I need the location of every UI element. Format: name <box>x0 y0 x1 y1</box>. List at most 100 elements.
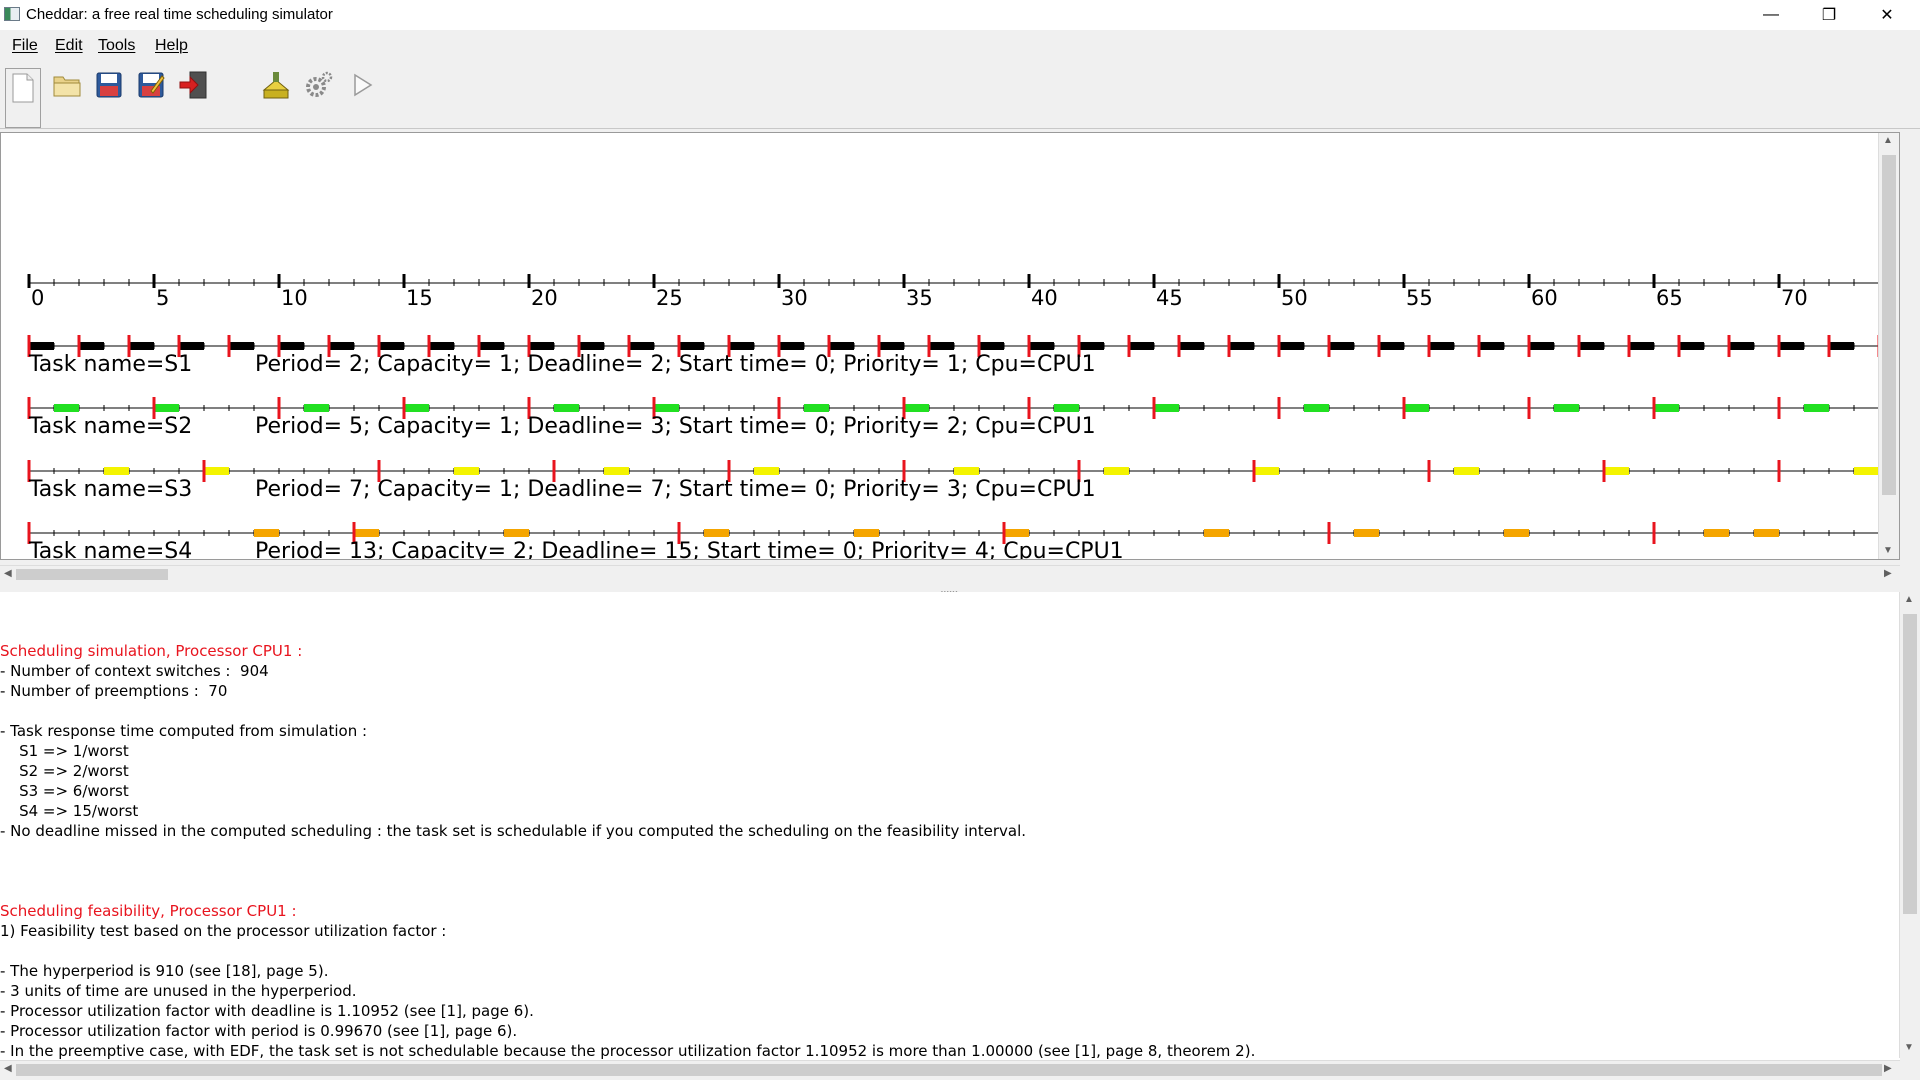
menu-edit[interactable]: Edit <box>55 37 83 54</box>
execution-slot-S1 <box>1529 342 1554 350</box>
menu-help[interactable]: Help <box>155 37 188 54</box>
execution-slot-S2 <box>654 404 679 412</box>
task-params-label: Period= 7; Capacity= 1; Deadline= 7; Sta… <box>255 477 1096 502</box>
scroll-down-arrow-icon[interactable]: ▼ <box>1904 1042 1914 1053</box>
execution-slot-S4 <box>1004 529 1029 537</box>
output-vertical-scrollbar[interactable]: ▲ ▼ <box>1899 592 1920 1058</box>
execution-slot-S1 <box>329 342 354 350</box>
timeline-tick-label: 50 <box>1281 286 1308 310</box>
output-horizontal-scrollbar[interactable]: ◀ ▶ <box>0 1060 1900 1079</box>
execution-slot-S4 <box>1354 529 1379 537</box>
timeline-tick-label: 25 <box>656 286 683 310</box>
save-button[interactable] <box>92 68 126 102</box>
output-line: - Task response time computed from simul… <box>0 722 368 740</box>
output-vscroll-thumb[interactable] <box>1903 614 1917 914</box>
timeline-tick-label: 35 <box>906 286 933 310</box>
execution-slot-S4 <box>1704 529 1729 537</box>
gantt-vertical-scrollbar[interactable]: ▲ ▼ <box>1878 133 1899 559</box>
execution-slot-S4 <box>1504 529 1529 537</box>
timeline-tick-label: 0 <box>31 286 44 310</box>
gantt-vscroll-thumb[interactable] <box>1882 155 1896 495</box>
task-params-label: Period= 13; Capacity= 2; Deadline= 15; S… <box>255 539 1124 560</box>
exit-button[interactable] <box>176 68 210 102</box>
task-name-label: Task name=S2 <box>28 414 192 439</box>
scroll-right-arrow-icon[interactable]: ▶ <box>1884 1063 1892 1074</box>
new-file-icon <box>12 73 34 103</box>
execution-slot-S2 <box>1804 404 1829 412</box>
execution-slot-S4 <box>854 529 879 537</box>
execution-slot-S1 <box>1729 342 1754 350</box>
save-as-icon <box>138 72 165 98</box>
execution-slot-S1 <box>179 342 204 350</box>
execution-slot-S2 <box>154 404 179 412</box>
execution-slot-S4 <box>704 529 729 537</box>
simulation-output-panel: Scheduling simulation, Processor CPU1 :-… <box>0 592 1900 1062</box>
panel-splitter[interactable]: ...... <box>0 580 1920 596</box>
execution-slot-S3 <box>604 467 629 475</box>
run-button[interactable] <box>346 68 380 102</box>
execution-slot-S1 <box>279 342 304 350</box>
minimize-button[interactable]: — <box>1742 0 1800 30</box>
execution-slot-S4 <box>1204 529 1229 537</box>
execution-slot-S1 <box>879 342 904 350</box>
save-as-button[interactable] <box>134 68 168 102</box>
open-folder-icon <box>53 76 81 97</box>
execution-slot-S4 <box>1754 529 1779 537</box>
output-line: - Number of context switches : 904 <box>0 662 269 680</box>
execution-slot-S2 <box>804 404 829 412</box>
execution-slot-S1 <box>379 342 404 350</box>
settings-button[interactable] <box>302 68 336 102</box>
restore-button[interactable]: ❐ <box>1800 0 1858 30</box>
output-hscroll-thumb[interactable] <box>16 1064 1882 1076</box>
execution-slot-S1 <box>1479 342 1504 350</box>
scroll-left-arrow-icon[interactable]: ◀ <box>4 568 12 579</box>
execution-slot-S1 <box>829 342 854 350</box>
scroll-left-arrow-icon[interactable]: ◀ <box>4 1063 12 1074</box>
output-line: S4 => 15/worst <box>0 802 139 820</box>
execution-slot-S1 <box>579 342 604 350</box>
scroll-up-arrow-icon[interactable]: ▲ <box>1904 594 1914 605</box>
task-name-label: Task name=S1 <box>28 352 192 377</box>
execution-slot-S1 <box>479 342 504 350</box>
execution-slot-S3 <box>1604 467 1629 475</box>
execution-slot-S1 <box>1279 342 1304 350</box>
window-title: Cheddar: a free real time scheduling sim… <box>26 6 333 23</box>
menu-tools[interactable]: Tools <box>98 37 136 54</box>
timeline-tick-label: 45 <box>1156 286 1183 310</box>
output-line: 1) Feasibility test based on the process… <box>0 922 447 940</box>
execution-slot-S2 <box>1054 404 1079 412</box>
scroll-down-arrow-icon[interactable]: ▼ <box>1883 545 1893 556</box>
execution-slot-S2 <box>904 404 929 412</box>
execution-slot-S3 <box>1254 467 1279 475</box>
exit-icon <box>179 71 207 99</box>
execution-slot-S1 <box>79 342 104 350</box>
execution-slot-S3 <box>1454 467 1479 475</box>
timeline-tick-label: 60 <box>1531 286 1558 310</box>
execution-slot-S3 <box>954 467 979 475</box>
menu-bar: File Edit Tools Help <box>0 31 1920 60</box>
open-button[interactable] <box>50 68 84 102</box>
task-name-label: Task name=S3 <box>28 477 192 502</box>
gantt-horizontal-scrollbar[interactable]: ◀ ▶ <box>0 565 1900 584</box>
execution-slot-S3 <box>104 467 129 475</box>
task-name-label: Task name=S4 <box>28 539 192 560</box>
new-file-button[interactable] <box>5 68 41 128</box>
gantt-hscroll-thumb[interactable] <box>16 569 168 581</box>
scroll-up-arrow-icon[interactable]: ▲ <box>1883 135 1893 146</box>
execution-slot-S1 <box>1179 342 1204 350</box>
execution-slot-S3 <box>1104 467 1129 475</box>
execution-slot-S3 <box>204 467 229 475</box>
scheduling-gantt-chart: 0510152025303540455055606570051015202530… <box>27 274 1879 560</box>
execution-slot-S2 <box>404 404 429 412</box>
close-icon: ✕ <box>1880 7 1894 24</box>
menu-file[interactable]: File <box>12 37 38 54</box>
execution-slot-S1 <box>1029 342 1054 350</box>
scroll-right-arrow-icon[interactable]: ▶ <box>1884 568 1892 579</box>
execution-slot-S1 <box>1379 342 1404 350</box>
task-params-label: Period= 5; Capacity= 1; Deadline= 3; Sta… <box>255 414 1096 439</box>
timeline-tick-label: 65 <box>1656 286 1683 310</box>
cheese-button[interactable] <box>259 68 293 102</box>
timeline-tick-label: 10 <box>281 286 308 310</box>
close-button[interactable]: ✕ <box>1858 0 1916 30</box>
execution-slot-S2 <box>54 404 79 412</box>
